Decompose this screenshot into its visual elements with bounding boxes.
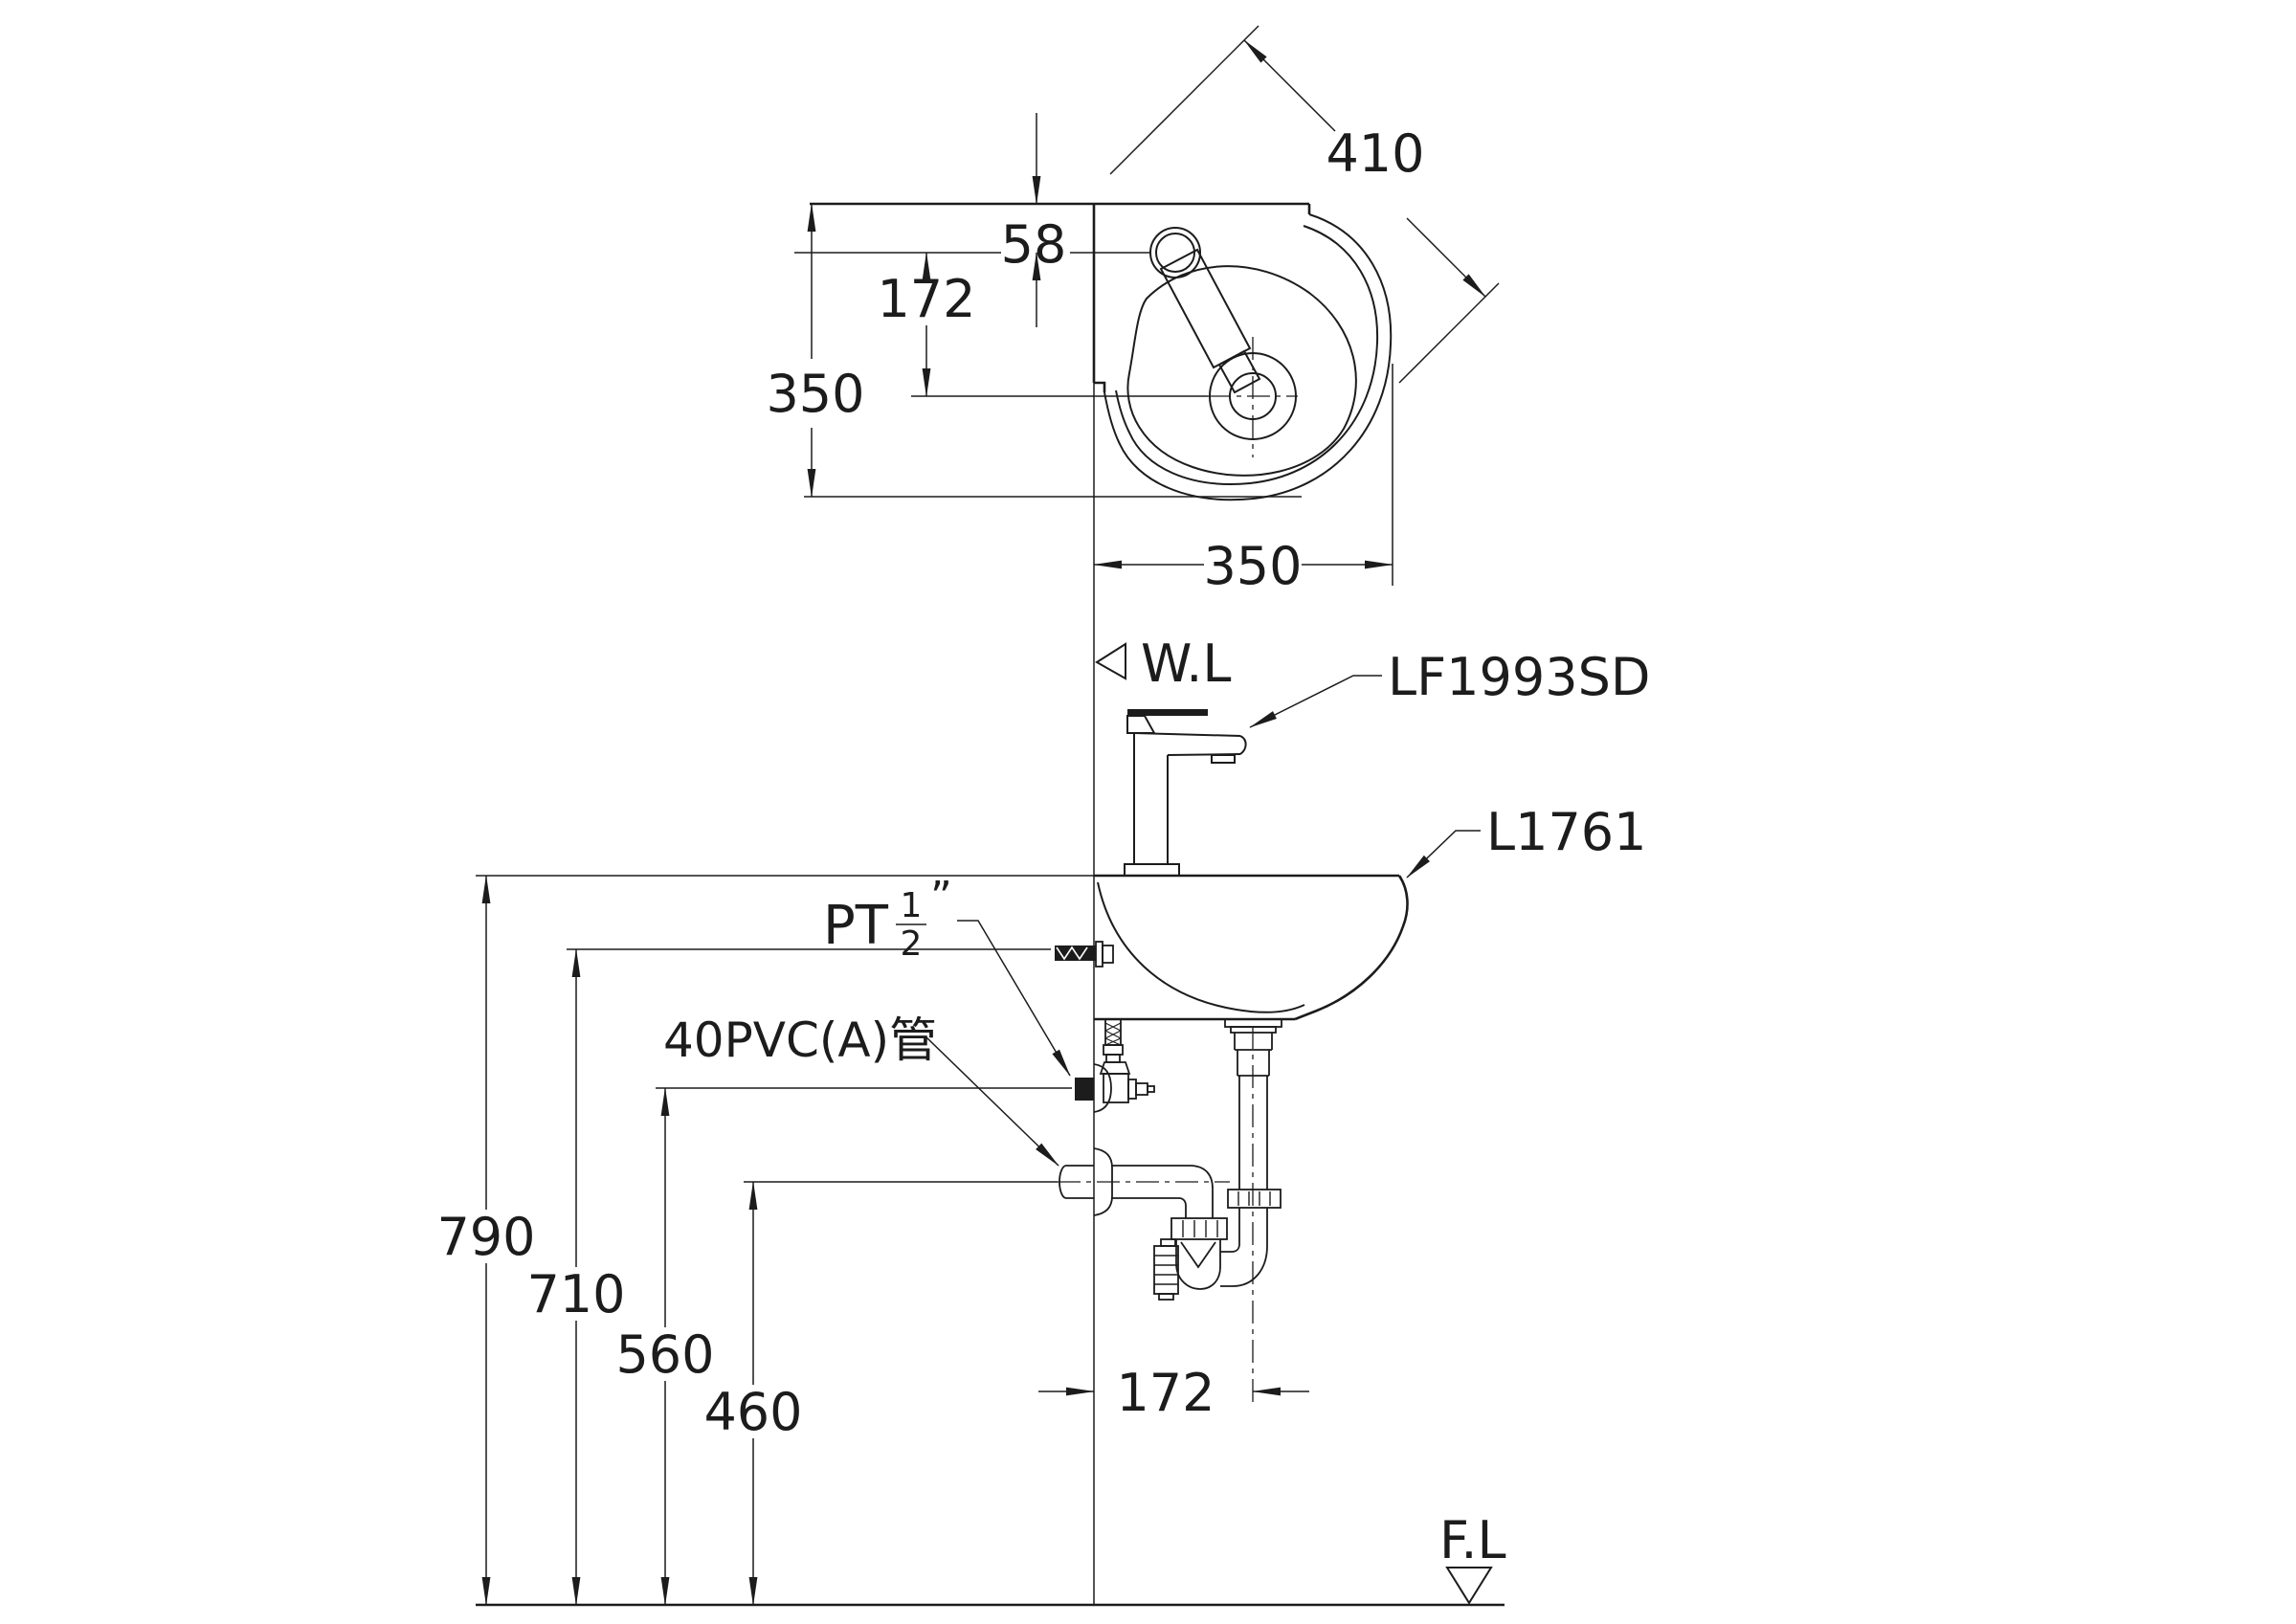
valve-outlet-stem xyxy=(1135,1082,1148,1096)
wall-level-label: W.L xyxy=(1141,634,1231,694)
dim-350-width: 350 xyxy=(1203,536,1302,596)
wall-level-triangle-icon xyxy=(1095,642,1126,680)
waste-pipe-inner xyxy=(1112,1197,1187,1218)
dim-172-plan: 172 xyxy=(877,269,975,329)
dim-58: 58 xyxy=(1001,214,1067,275)
dim-460: 460 xyxy=(703,1382,802,1442)
basin-model-leader xyxy=(1406,830,1481,879)
dim-410-diagonal: 410 xyxy=(1326,123,1424,184)
plan-view: 58 172 350 350 410 xyxy=(766,25,1500,596)
cleanout-collar xyxy=(1160,1238,1176,1247)
faucet-body-plan xyxy=(1159,248,1252,369)
basin-model-label: L1761 xyxy=(1486,802,1647,862)
tailpiece-upper xyxy=(1234,1033,1273,1051)
faucet-side xyxy=(1124,709,1247,877)
bowl-inner-basin xyxy=(1126,265,1357,477)
side-view: W.L F.L xyxy=(436,383,1650,1607)
hose-nut xyxy=(1103,1044,1124,1056)
floor-level-triangle-icon xyxy=(1445,1567,1493,1605)
faucet-base-plate xyxy=(1124,863,1180,877)
faucet-aerator xyxy=(1211,754,1236,764)
supply-leader xyxy=(957,920,1071,1077)
mounting-bolt xyxy=(1055,941,1114,968)
faucet-model-label: LF1993SD xyxy=(1388,647,1650,707)
side-labels: LF1993SD L1761 PT 1 2 ” 40PVC(A)管 xyxy=(663,647,1650,1167)
supply-size-label: PT 1 2 ” xyxy=(823,873,952,964)
waste-pipe-label: 40PVC(A)管 xyxy=(663,1012,937,1068)
dim410-arrow-upper xyxy=(1243,39,1336,132)
basin-bowl-underside-curve xyxy=(1097,881,1305,1013)
dim-710: 710 xyxy=(526,1264,625,1324)
union-nut-ridges xyxy=(1237,1191,1271,1206)
elbow-outer xyxy=(1220,1245,1268,1287)
bolt-nut xyxy=(1102,945,1114,964)
elbow-inner xyxy=(1220,1243,1240,1253)
hose-braid-pattern xyxy=(1104,1022,1122,1046)
plan-dimensions: 58 172 350 350 410 xyxy=(766,25,1500,596)
trap-nut-ridges xyxy=(1182,1220,1218,1237)
waste-pipe-outer xyxy=(1112,1165,1214,1218)
faucet-base-inner-circle xyxy=(1155,233,1195,273)
faucet-spout-plan xyxy=(1217,349,1261,394)
valve-handle-tip xyxy=(1147,1085,1155,1093)
supply-label-prefix: PT xyxy=(823,895,889,957)
waste-arm xyxy=(1058,1147,1230,1218)
supply-inlet-block xyxy=(1075,1078,1094,1101)
dim-172-side: 172 xyxy=(1116,1363,1215,1423)
bowl-outer-rim xyxy=(1103,213,1393,501)
drain-tailpiece xyxy=(1220,1018,1282,1407)
plan-left-step xyxy=(1094,381,1106,392)
side-dimensions: 790 710 560 460 172 xyxy=(436,875,1309,1606)
trap-funnel xyxy=(1180,1241,1216,1269)
faucet-lever xyxy=(1127,709,1208,716)
valve-body xyxy=(1103,1073,1129,1103)
supply-assembly xyxy=(1075,1018,1155,1113)
floor-level-label: F.L xyxy=(1439,1510,1506,1570)
basin-front-curve xyxy=(1294,875,1409,1021)
valve-escutcheon xyxy=(1093,1063,1112,1113)
hose-adapter xyxy=(1105,1054,1121,1063)
union-nut xyxy=(1227,1189,1282,1209)
dim410-ext-lower xyxy=(1398,282,1500,384)
trap-top-nut xyxy=(1170,1217,1228,1240)
basin-profile xyxy=(1094,874,1409,1021)
dim-560: 560 xyxy=(615,1324,714,1385)
trap-assembly xyxy=(1153,1217,1228,1301)
supply-frac-denominator: 2 xyxy=(901,924,923,964)
supply-frac-numerator: 1 xyxy=(901,886,923,925)
cleanout-cap xyxy=(1158,1293,1174,1301)
bolt-washer xyxy=(1095,941,1103,968)
cleanout-body xyxy=(1153,1245,1179,1295)
waste-pipe-leader xyxy=(900,1036,1059,1167)
cleanout-ridges xyxy=(1154,1255,1178,1285)
trap-cup xyxy=(1175,1239,1221,1290)
dim-790: 790 xyxy=(436,1207,535,1267)
bolt-thread-lines xyxy=(1056,945,1088,961)
dim-350-depth: 350 xyxy=(766,364,864,424)
faucet-spout-tip xyxy=(1239,735,1247,755)
valve-outlet-collar xyxy=(1127,1079,1137,1100)
supply-label-suffix: ” xyxy=(930,873,952,922)
dim410-arrow-lower xyxy=(1406,217,1486,298)
dim410-ext-upper xyxy=(1109,25,1259,175)
faucet-model-leader xyxy=(1249,675,1382,728)
faucet-handle-base xyxy=(1126,715,1156,734)
bowl-mid-rim xyxy=(1115,225,1379,485)
